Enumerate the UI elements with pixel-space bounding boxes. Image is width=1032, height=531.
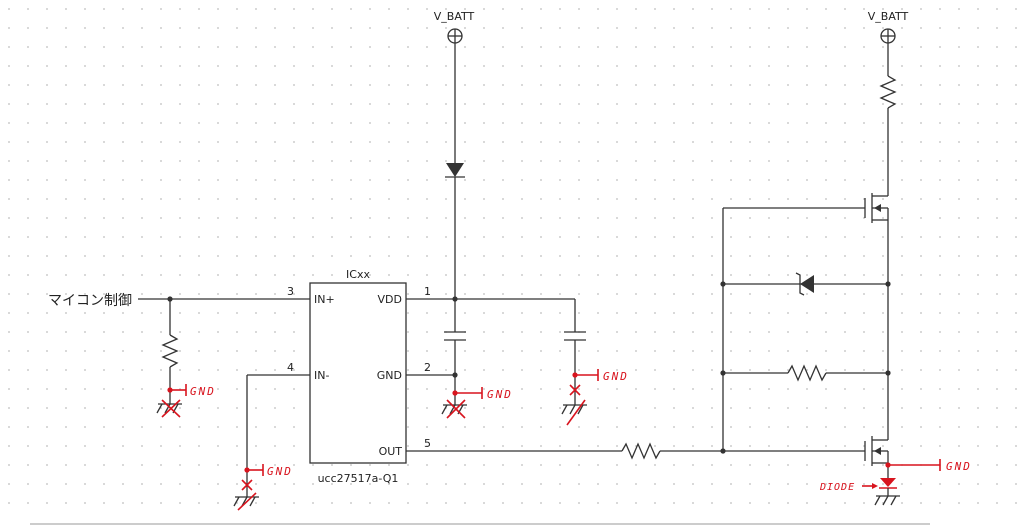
junction-low-side-source bbox=[885, 462, 891, 468]
gnd-symbol-in-minus bbox=[233, 492, 259, 511]
vbatt-right-symbol: V_BATT bbox=[868, 10, 909, 44]
gnd-symbol-low-side bbox=[874, 495, 900, 506]
pin-name-gnd: GND bbox=[377, 369, 402, 382]
junction-gnd-red-1 bbox=[452, 390, 458, 396]
pin-number-vdd: 1 bbox=[424, 285, 431, 298]
junction-in-minus-gnd bbox=[244, 467, 250, 473]
gnd-symbol-cap2 bbox=[561, 399, 587, 426]
gnd-symbol-pulldown bbox=[156, 399, 182, 418]
pin-name-vdd: VDD bbox=[378, 293, 402, 306]
resistor-bus bbox=[787, 364, 827, 382]
junction-pulldown-gnd bbox=[167, 387, 173, 393]
dot-grid bbox=[0, 0, 1032, 520]
pin-number-gnd: 2 bbox=[424, 361, 431, 374]
in-minus-red-x-2 bbox=[241, 479, 253, 491]
pin-name-in-plus: IN+ bbox=[314, 293, 335, 306]
resistor-gate bbox=[621, 442, 661, 460]
pin-number-out: 5 bbox=[424, 437, 431, 450]
input-signal-label: マイコン制御 bbox=[48, 293, 132, 309]
gnd-annotation-5: GND bbox=[946, 460, 972, 473]
diode-annotation: DIODE bbox=[819, 482, 855, 493]
pin-name-out: OUT bbox=[379, 445, 403, 458]
gnd-annotation-2: GND bbox=[267, 465, 293, 478]
zener-diode bbox=[795, 272, 814, 296]
ic-part-label: ucc27517a-Q1 bbox=[318, 472, 399, 485]
resistor-supply-right bbox=[879, 75, 897, 109]
junction-gnd-pin bbox=[452, 372, 458, 378]
mosfet-high-side bbox=[864, 193, 888, 223]
pin-number-in-minus: 4 bbox=[287, 361, 294, 374]
ic-body bbox=[309, 282, 407, 464]
diode-arrow-head bbox=[872, 483, 878, 489]
gnd-annotation-4: GND bbox=[603, 370, 629, 383]
vbatt-right-label: V_BATT bbox=[868, 10, 909, 23]
vbatt-left-label: V_BATT bbox=[434, 10, 475, 23]
vbatt-left-symbol: V_BATT bbox=[434, 10, 475, 44]
junction-gnd-red-2 bbox=[572, 372, 578, 378]
resistor-pulldown bbox=[161, 334, 179, 368]
gnd-annotation-3: GND bbox=[487, 388, 513, 401]
gnd-annotation-1: GND bbox=[190, 385, 216, 398]
cap2-red-x-2 bbox=[569, 384, 581, 396]
ic-ref-label: ICxx bbox=[346, 268, 370, 281]
gnd-symbol-cap1 bbox=[441, 399, 467, 419]
pin-number-in-plus: 3 bbox=[287, 285, 294, 298]
pin-name-in-minus: IN- bbox=[314, 369, 329, 382]
